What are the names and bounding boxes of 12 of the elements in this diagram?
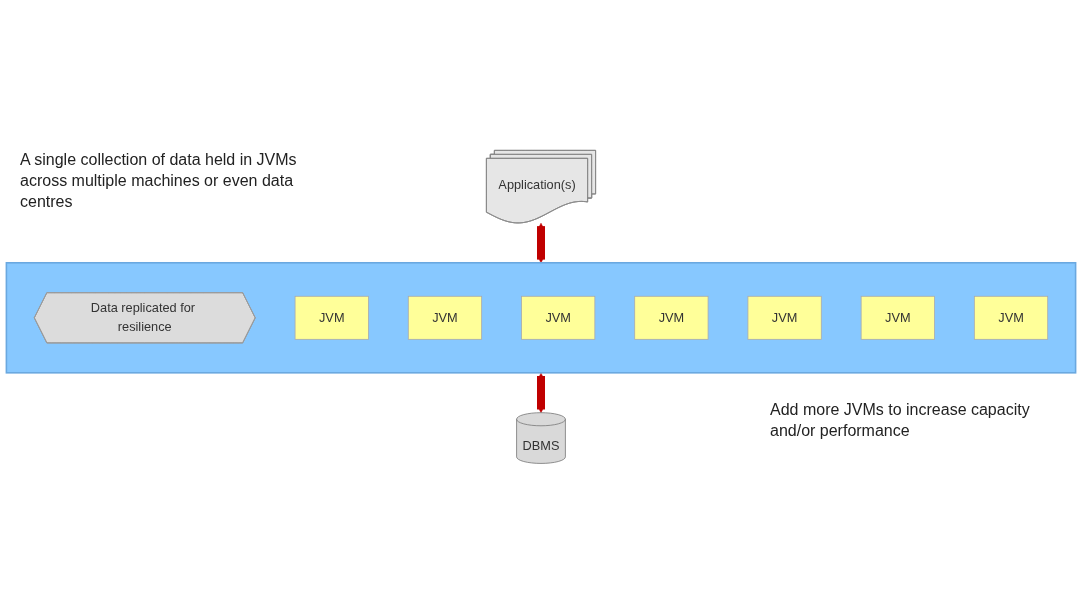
node-box: JVM bbox=[407, 295, 483, 340]
node-box: JVM bbox=[973, 295, 1049, 340]
node-box: JVM bbox=[521, 295, 596, 340]
node-box: JVM bbox=[860, 295, 935, 340]
node-box: JVM bbox=[294, 295, 369, 340]
note-text: Add more JVMs to increase capacity and/or performance bbox=[770, 400, 1031, 441]
note-text: A single collection of data held in JVMs across multiple machines or even data centres bbox=[20, 150, 298, 212]
arrow bbox=[537, 223, 545, 264]
arrow bbox=[537, 372, 545, 414]
node-box: JVM bbox=[634, 295, 709, 340]
node-box: JVM bbox=[747, 295, 822, 340]
cluster bbox=[5, 262, 1077, 374]
